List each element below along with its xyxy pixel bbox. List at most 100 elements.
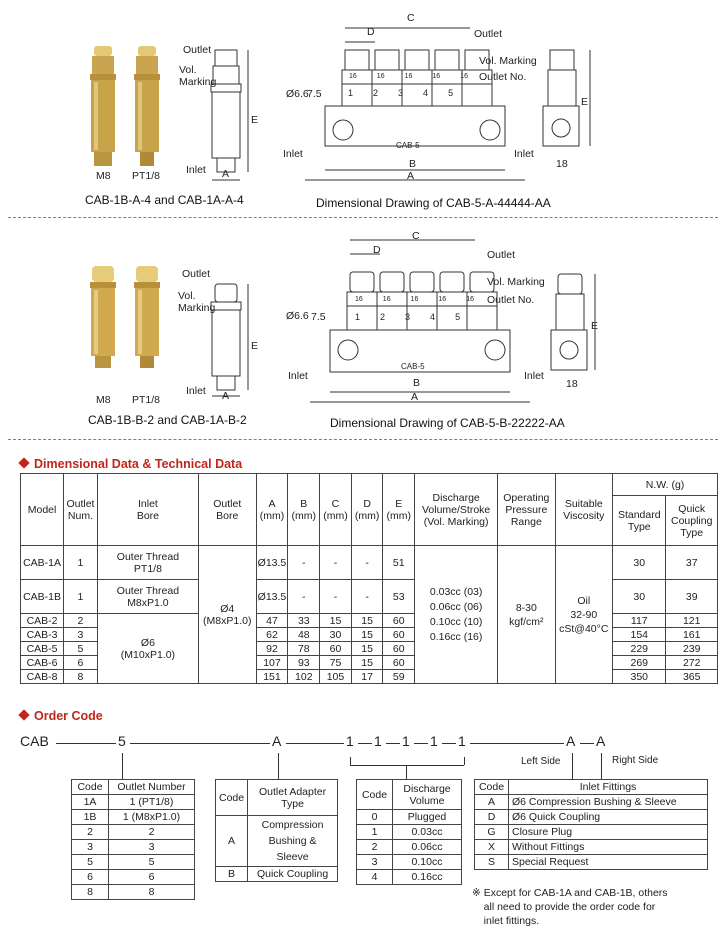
drawing2-caption: Dimensional Drawing of CAB-5-B-22222-AA [330,416,565,430]
dim-a-label: A [222,168,230,180]
table-row: CAB-2 2 Ø6 (M10xP1.0) 47 33 15 15 60 117… [19,613,718,684]
outlet-number: 2 [380,312,386,322]
header-model: Model [19,473,65,546]
cell-code: 1 [356,824,393,840]
manifold-drawing-2 [310,239,596,403]
order-part-volume: 1 [458,733,466,749]
vol-marking-label: Vol. Marking [179,64,217,88]
cell-value: 1 (M8xP1.0) [108,809,195,825]
cell-code: A [214,815,249,867]
cell-code: 0 [356,809,393,825]
cell-c: 15 [319,613,352,628]
cell-e: 51 [382,545,416,580]
vol-marking: 16 [382,296,391,303]
cell-value: Without Fittings [508,839,708,855]
cell-value: 0.06cc [392,839,462,855]
header-standard: Standard Type [612,495,667,546]
cell-c: 75 [319,655,352,670]
dim-d-label: D [373,244,381,256]
outlet-label: Outlet [183,44,212,56]
vol-marking: 16 [376,73,385,80]
cell-e: 60 [382,613,416,628]
inlet-left-label: Inlet [288,370,308,382]
table-row: CAB-6 6 107 93 75 15 60 269 272 [19,655,718,670]
connector-line [358,743,372,744]
cell-a: 62 [255,627,289,642]
cell-e: 59 [382,669,416,684]
cell-standard: 30 [612,545,667,580]
cell-quick: 365 [665,669,718,684]
header-nw: N.W. (g) [612,473,718,496]
cell-outlets: 8 [63,669,98,684]
cell-a: Ø13.5 [255,579,289,614]
dim-e-label: E [591,320,599,332]
cell-quick: 239 [665,641,718,656]
outlet-number: 3 [398,88,404,98]
connector-line [572,753,573,779]
connector-line [278,753,279,779]
brass-fitting-m8-image [90,46,116,166]
outlet-number-row: 1 2 3 4 5 [348,88,453,98]
dim-pitch-label: 7.5 [307,88,322,100]
connector-line [56,743,116,744]
col-header: Outlet Number [108,779,195,795]
divider [8,217,718,218]
fitting-label-m8: M8 [96,170,111,182]
cell-d: 15 [350,613,384,628]
inlet-right-label: Inlet [514,148,534,160]
cell-value: 3 [108,839,195,855]
cell-b: 48 [287,627,321,642]
dim-b-label: B [413,377,421,389]
cell-value: 6 [108,869,195,885]
cell-model: CAB-6 [19,655,65,670]
cell-outlets: 1 [63,545,98,580]
cell-standard: 229 [612,641,667,656]
table-row: CAB-1B 1 Outer Thread M8xP1.0 Ø13.5 - - … [19,579,718,614]
cell-value: 0.16cc [392,869,462,885]
cell-c: - [319,545,352,580]
header-b: B (mm) [287,473,321,546]
vol-marking-label: Vol. Marking [487,276,545,288]
cell-b: - [287,545,321,580]
order-title-text: Order Code [34,709,103,723]
brass-fitting-m8-image [90,266,116,368]
connector-line [406,765,407,779]
dim-width-label: 18 [556,158,568,170]
cell-code: 5 [71,854,109,870]
fitting-label-pt18: PT1/8 [132,394,161,406]
vol-marking: 16 [355,296,363,303]
cell-quick: 37 [665,545,718,580]
diamond-bullet-icon [18,457,30,469]
vol-marking-label: Vol. Marking [178,290,216,314]
order-part-prefix: CAB [20,733,49,749]
vol-marking: 16 [460,73,468,80]
outlet-number: 2 [373,88,379,98]
dim-e-label: E [251,340,259,352]
brass-fitting-pt18-image [134,46,160,166]
vol-marking: 16 [410,296,419,303]
cell-value: 2 [108,824,195,840]
vol-marking-label: Vol. Marking [479,55,537,67]
header-c: C (mm) [319,473,352,546]
header-viscosity: Suitable Viscosity [554,473,614,546]
cell-c: 60 [319,641,352,656]
cell-outlet-bore: Ø4 (M8xP1.0) [197,545,257,684]
cell-standard: 154 [612,627,667,642]
outlet-label: Outlet [474,28,503,40]
outlet-number: 1 [348,88,354,98]
diamond-bullet-icon [18,709,30,721]
fitting-label-pt18: PT1/8 [132,170,161,182]
cell-viscosity: Oil 32-90 cSt@40°C [554,545,614,684]
